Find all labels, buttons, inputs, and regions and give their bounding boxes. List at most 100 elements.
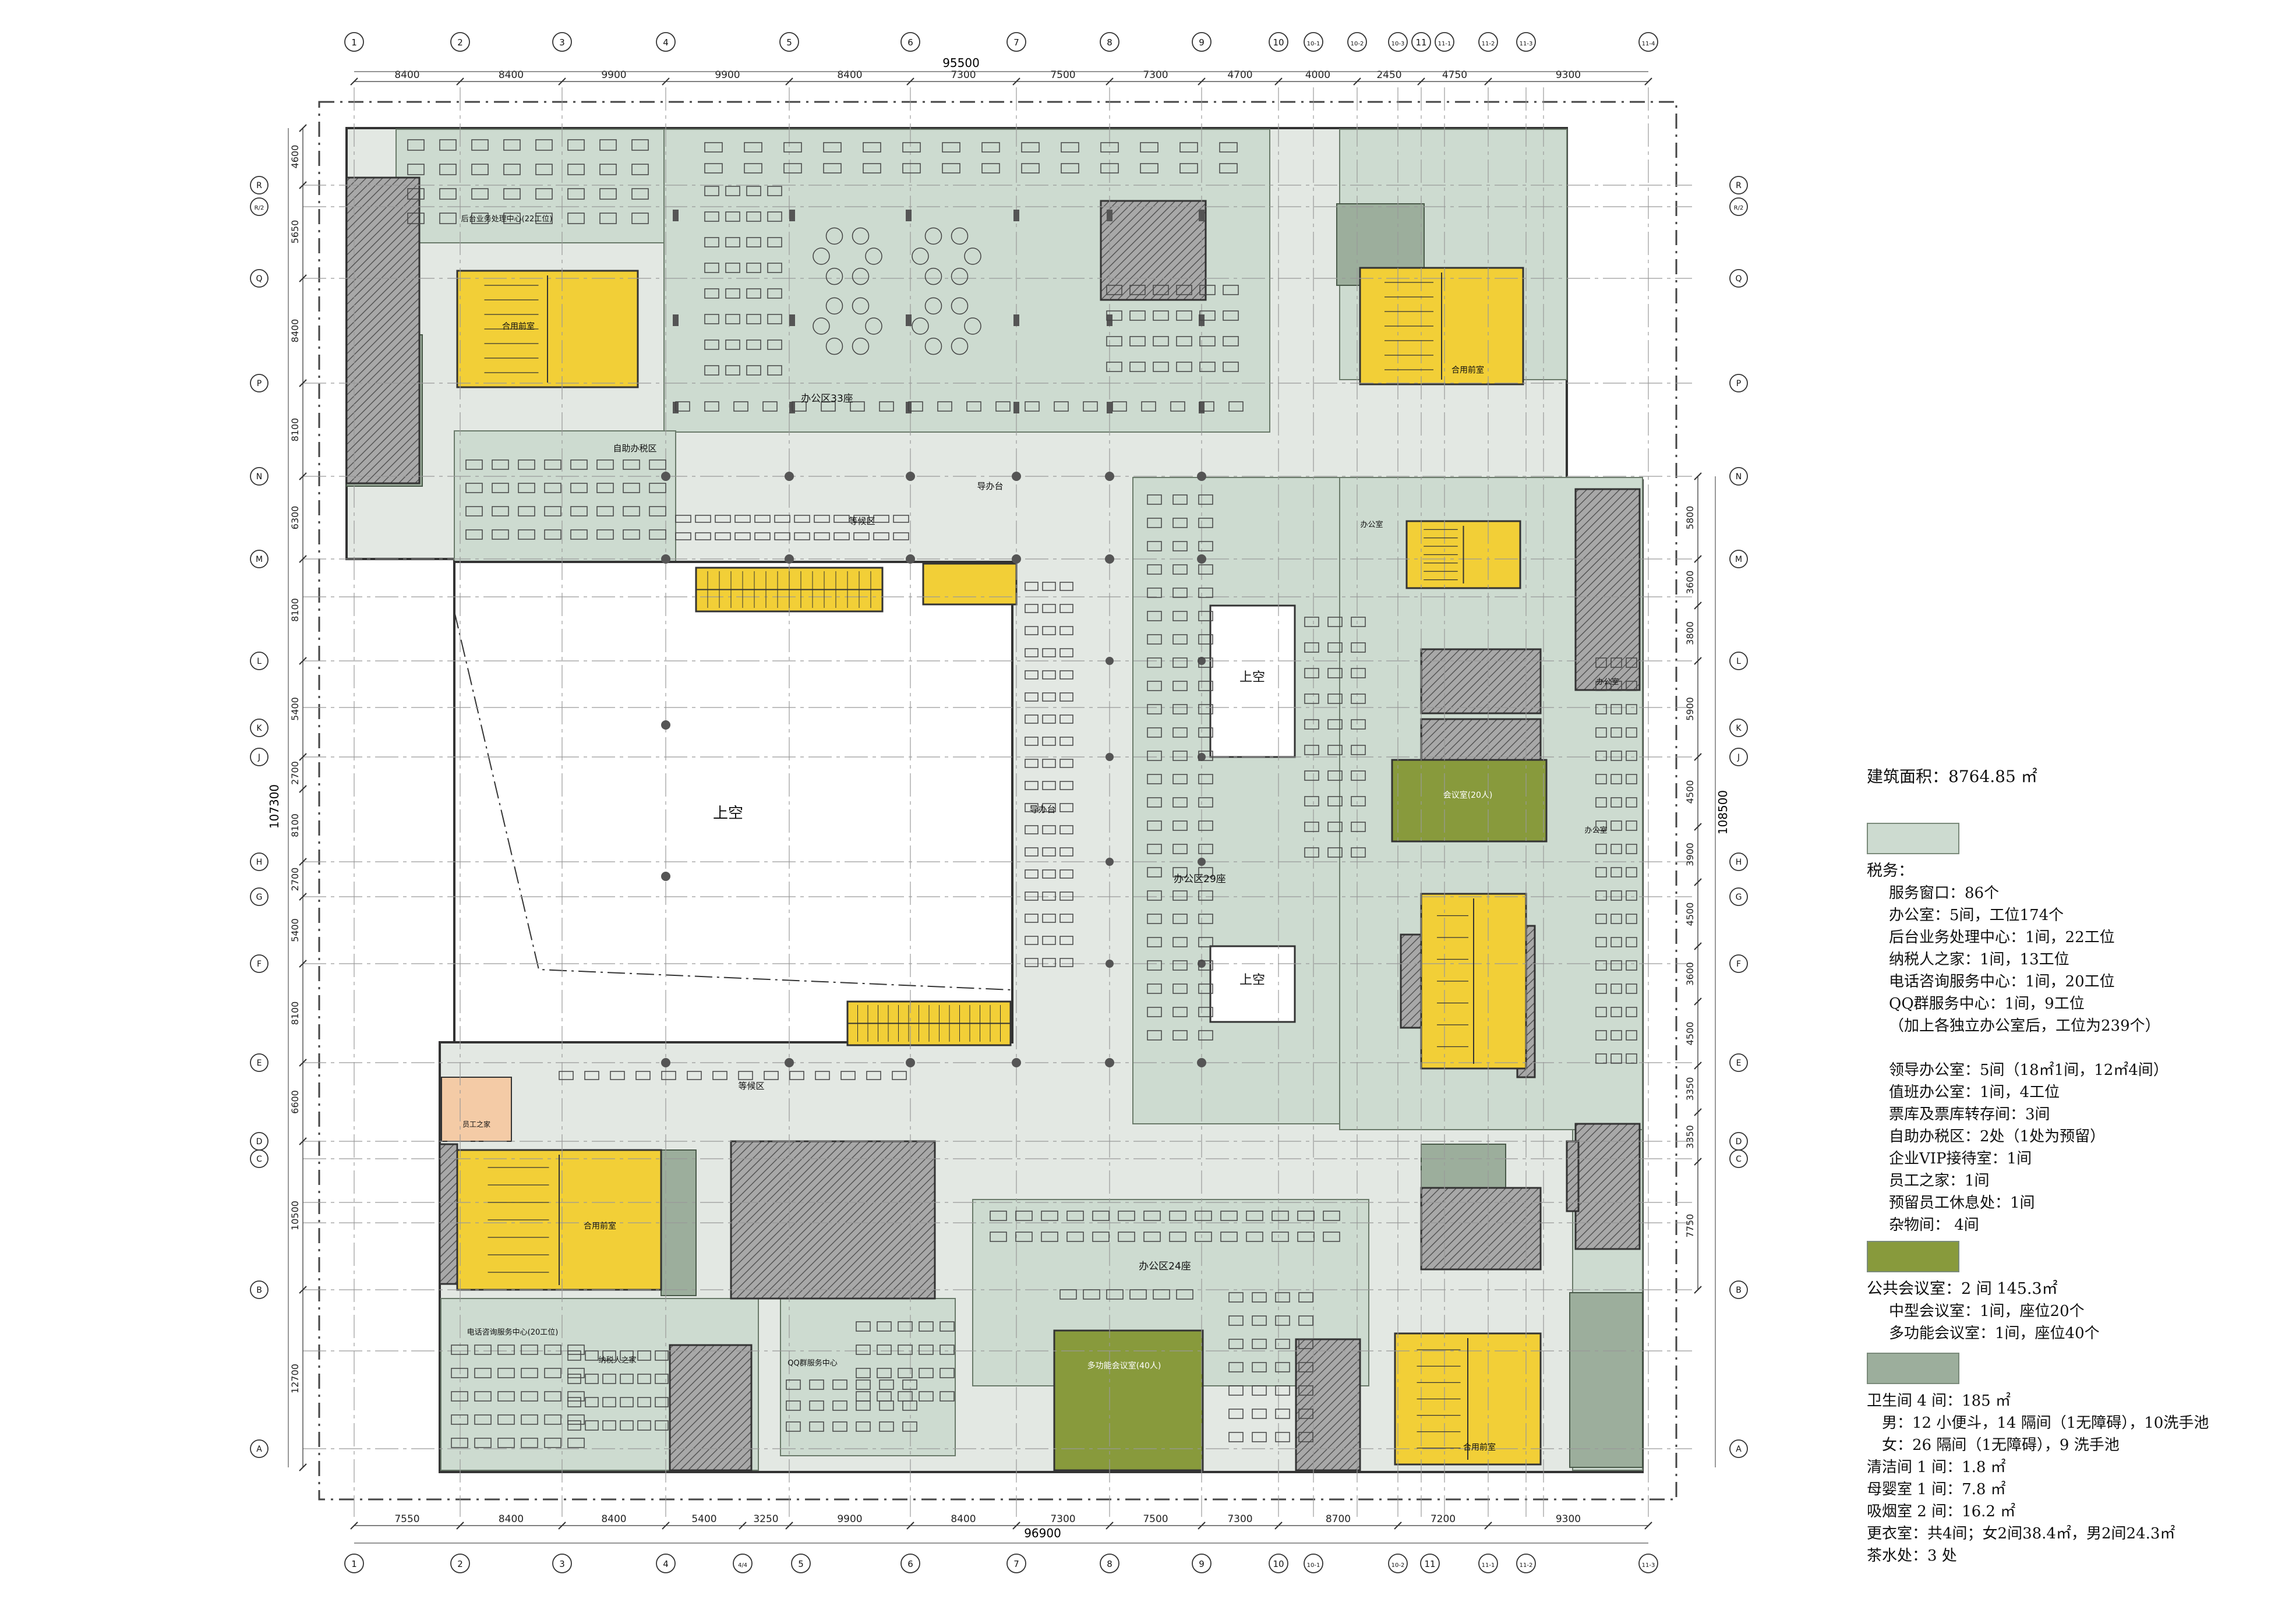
round-table: [813, 317, 830, 335]
desk: [1626, 704, 1637, 714]
desk: [521, 1438, 538, 1448]
legend-tax-title: 税务：: [1867, 862, 1914, 880]
label-shared-hall-ne: 合用前室: [1451, 365, 1484, 375]
desk: [832, 1400, 847, 1411]
label-taxpayer-home: 纳税人之家: [598, 1356, 636, 1365]
column-bubble-top: [1435, 32, 1454, 52]
waiting-bench: [1042, 604, 1056, 613]
column-dot: [1012, 472, 1021, 481]
desk: [1304, 617, 1319, 627]
waiting-bench: [873, 515, 889, 523]
column-bubble-bottom-label: 10-1: [1307, 1562, 1320, 1569]
desk: [704, 142, 723, 153]
row-bubble-left-label: A: [256, 1445, 262, 1454]
desk: [407, 188, 425, 200]
left-dim-label: 6300: [289, 506, 301, 530]
desk: [856, 1379, 871, 1390]
desk: [1275, 1339, 1290, 1349]
legend-item: 母婴室 1 间：7.8 ㎡: [1867, 1481, 2006, 1498]
row-bubble-left: [250, 197, 269, 216]
row-bubble-right: [1729, 1280, 1748, 1299]
desk: [1172, 494, 1188, 505]
round-table: [852, 297, 870, 315]
desk: [1059, 1289, 1077, 1300]
waiting-bench: [1059, 869, 1073, 879]
window-desk: [1228, 401, 1244, 412]
desk: [637, 1397, 651, 1407]
waiting-bench: [1042, 626, 1056, 635]
column-dot: [1197, 1058, 1206, 1067]
self-service-desk: [623, 529, 640, 540]
column-post: [1199, 402, 1205, 413]
label-shared-hall-nw: 合用前室: [502, 321, 535, 331]
legend-item: 办公室：5间，工位174个: [1889, 907, 2064, 924]
self-service-desk: [544, 459, 561, 470]
desk: [940, 1391, 955, 1402]
round-table: [852, 337, 870, 355]
row-bubble-right: [1729, 550, 1748, 568]
desk: [1147, 890, 1162, 901]
desk: [439, 164, 457, 175]
column-bubble-bottom-label: 1: [351, 1559, 357, 1569]
desk: [1252, 1385, 1267, 1396]
desk: [521, 1414, 538, 1425]
desk: [823, 163, 842, 174]
desk: [1172, 983, 1188, 994]
bottom-dim-tick: [1012, 1522, 1020, 1530]
desk: [1223, 285, 1239, 295]
round-table: [964, 247, 981, 265]
round-table: [825, 267, 843, 285]
desk: [1172, 914, 1188, 924]
waiting-bench: [675, 515, 691, 523]
waiting-bench: [1042, 648, 1056, 657]
desk: [407, 164, 425, 175]
row-bubble-left-label: N: [256, 472, 262, 482]
column-bubble-bottom-label: 11: [1424, 1559, 1435, 1569]
right-dim-tick: [1694, 997, 1702, 1006]
bottom-dim-tick: [1644, 1522, 1652, 1530]
right-dim-label: 3350: [1684, 1077, 1696, 1101]
desk: [1198, 820, 1213, 831]
row-bubble-left: [250, 374, 269, 392]
desk: [1147, 820, 1162, 831]
desk: [1015, 1232, 1033, 1242]
waiting-bench: [873, 532, 889, 540]
column-dot: [1198, 753, 1206, 761]
right-dim-tick: [1694, 823, 1702, 831]
legend-item: 电话咨询服务中心：1间，20工位: [1889, 973, 2115, 990]
desk: [1595, 704, 1607, 714]
column-bubble-bottom: [1304, 1554, 1323, 1573]
desk: [1147, 727, 1162, 738]
right-dim-label: 3900: [1684, 843, 1696, 866]
desk: [1351, 642, 1366, 653]
void-east-2: [1209, 945, 1296, 1023]
row-bubble-left: [250, 887, 269, 906]
waiting-bench: [814, 532, 830, 540]
column-bubble-top-label: 5: [786, 37, 792, 48]
desk: [1172, 588, 1188, 598]
bottom-dim-tick: [1394, 1522, 1402, 1530]
right-dim-tick: [1694, 555, 1702, 563]
row-bubble-right: [1729, 652, 1748, 670]
round-table: [924, 337, 942, 355]
desk: [1153, 336, 1169, 346]
desk: [1626, 960, 1637, 971]
left-dim-tick: [299, 657, 307, 665]
label-shared-hall-sw: 合用前室: [584, 1221, 616, 1231]
waiting-bench: [814, 515, 830, 523]
desk: [1172, 518, 1188, 528]
desk: [474, 1345, 492, 1355]
label-qq: QQ群服务中心: [787, 1358, 837, 1368]
top-dim-tick: [1198, 77, 1206, 86]
legend-item: 领导办公室：5间（18㎡1间，12㎡4间）: [1889, 1062, 2168, 1079]
row-bubble-left: [250, 1439, 269, 1458]
column-dot: [1012, 1058, 1021, 1067]
desk: [1228, 1432, 1244, 1442]
desk: [1172, 727, 1188, 738]
right-dim-label: 4500: [1684, 903, 1696, 926]
column-dot: [785, 554, 794, 564]
column-dot: [1012, 554, 1021, 564]
desk: [704, 288, 719, 299]
desk: [1198, 1007, 1213, 1017]
column-bubble-top-label: 10-1: [1307, 41, 1320, 47]
